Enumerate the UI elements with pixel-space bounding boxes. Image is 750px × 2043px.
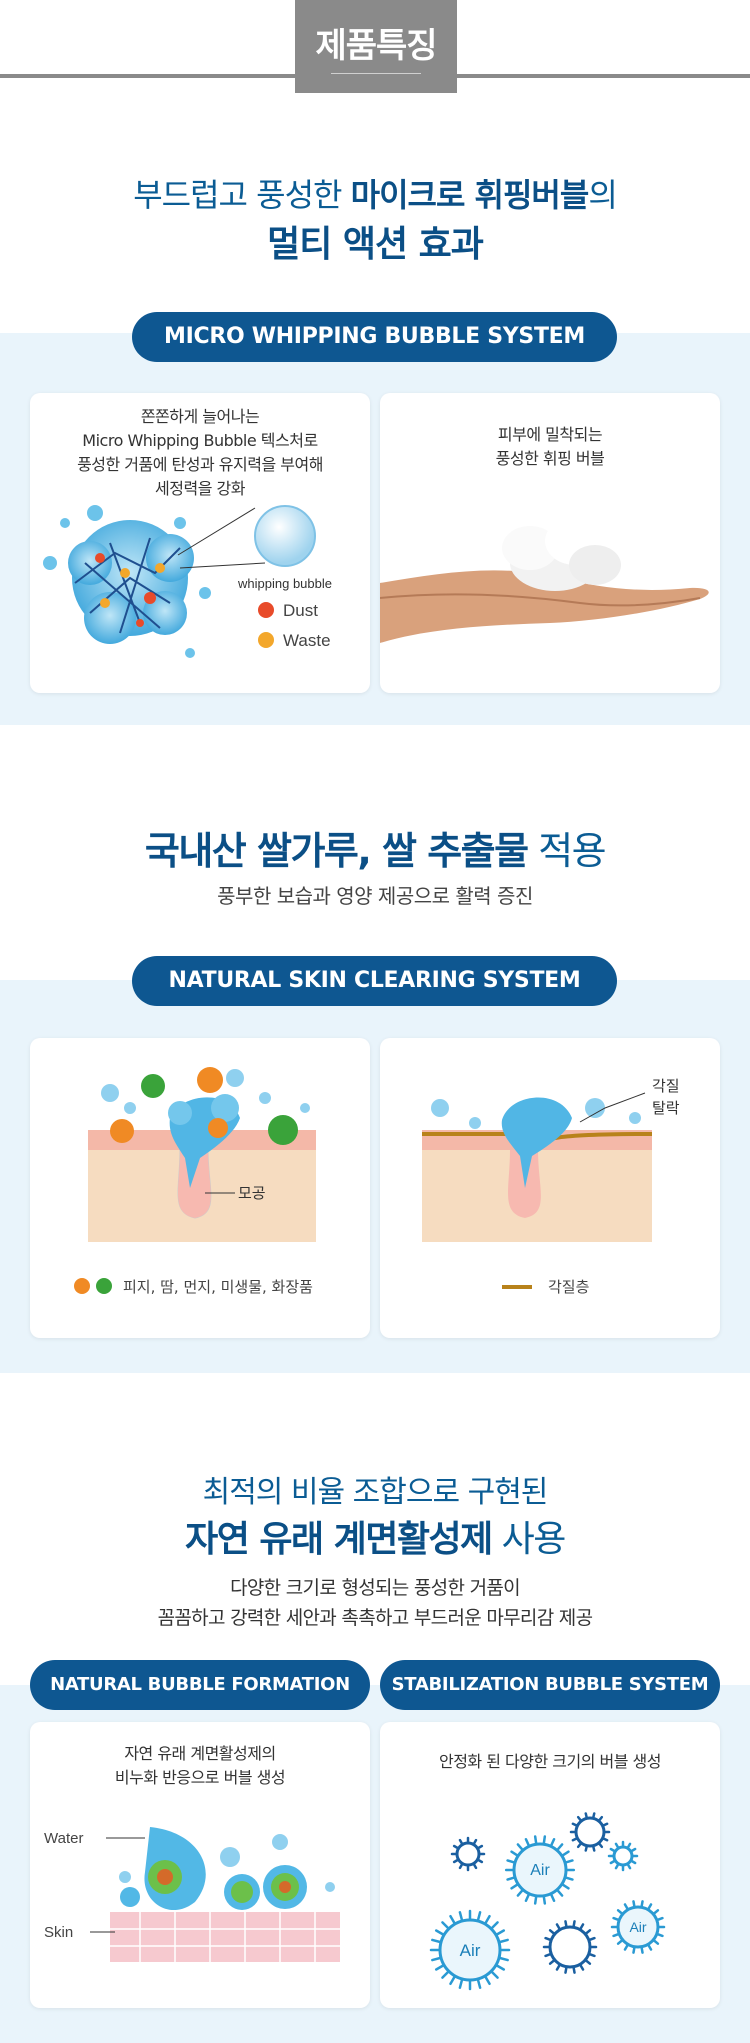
card-micro-text: 쫀쫀하게 늘어나는 Micro Whipping Bubble 텍스처로 풍성한…	[77, 407, 323, 498]
card-bubble-formation: 자연 유래 계면활성제의 비누화 반응으로 버블 생성 Water Skin	[30, 1722, 370, 2008]
tab-underline	[331, 73, 421, 74]
section2-subtitle: 풍부한 보습과 영양 제공으로 활력 증진	[217, 884, 533, 908]
pore-diagram: 모공 피지, 땀, 먼지, 미생물, 화장품	[74, 1067, 316, 1296]
foam-icon	[502, 517, 621, 591]
air-bubble-icon	[450, 1836, 486, 1872]
skin-label: Skin	[44, 1924, 73, 1941]
air-label-3: Air	[629, 1919, 646, 1935]
whipping-bubble-icon	[254, 505, 316, 567]
section2-title: 국내산 쌀가루, 쌀 추출물 적용	[144, 829, 607, 873]
air-label-2: Air	[460, 1941, 481, 1960]
section1-title: 부드럽고 풍성한 마이크로 휘핑버블의	[133, 176, 618, 214]
hand-foam-image	[380, 517, 709, 643]
waste-icon	[258, 632, 274, 648]
legend-green-icon	[96, 1278, 112, 1294]
card-micro-whipping: 쫀쫀하게 늘어나는 Micro Whipping Bubble 텍스처로 풍성한…	[30, 393, 370, 693]
keratin-legend: 각질층	[548, 1278, 589, 1296]
air-bubble-icon	[504, 1835, 576, 1905]
card-stabilization: 안정화 된 다양한 크기의 버블 생성 Air Air Air	[380, 1722, 720, 2008]
natural-skin-clearing-pill: NATURAL SKIN CLEARING SYSTEM	[132, 956, 617, 1006]
card-hand-text: 피부에 밀착되는 풍성한 휘핑 버블	[495, 425, 605, 468]
sebum-green-icon	[141, 1074, 298, 1145]
card-pore-cleansing: 모공 피지, 땀, 먼지, 미생물, 화장품	[30, 1038, 370, 1338]
whipping-bubble-diagram: whipping bubble Dust Waste	[43, 505, 332, 658]
pore-label: 모공	[238, 1184, 266, 1202]
card-hand-foam: 피부에 밀착되는 풍성한 휘핑 버블	[380, 393, 720, 693]
legend-orange-icon	[74, 1278, 90, 1294]
air-bubble-icon	[610, 1900, 666, 1954]
section3-desc: 다양한 크기로 형성되는 풍성한 거품이 꼼꼼하고 강력한 세안과 촉촉하고 부…	[157, 1577, 593, 1629]
keratin-diagram: 각질 탈락 각질층	[422, 1077, 680, 1296]
keratin-label-2: 탈락	[652, 1099, 680, 1117]
foam-cluster-icon	[43, 505, 211, 658]
whipping-bubble-label: whipping bubble	[237, 576, 332, 591]
air-bubble-diagram: Air Air Air	[429, 1812, 666, 1991]
card-formation-text: 자연 유래 계면활성제의 비누화 반응으로 버블 생성	[114, 1744, 286, 1787]
air-bubble-icon	[607, 1840, 639, 1872]
section-tab[interactable]: 제품특징	[295, 0, 457, 93]
air-bubble-icon	[569, 1812, 611, 1852]
keratin-label-1: 각질	[652, 1077, 680, 1095]
stabilization-bubble-pill: STABILIZATION BUBBLE SYSTEM	[380, 1660, 720, 1710]
pore-legend: 피지, 땀, 먼지, 미생물, 화장품	[123, 1278, 313, 1296]
section3-title-line2: 자연 유래 계면활성제 사용	[185, 1519, 566, 1560]
section1-subtitle: 멀티 액션 효과	[267, 224, 484, 265]
natural-bubble-formation-pill: NATURAL BUBBLE FORMATION	[30, 1660, 370, 1710]
section3-title-line1: 최적의 비율 조합으로 구현된	[202, 1475, 549, 1510]
tab-title: 제품특징	[315, 26, 437, 66]
legend-waste: Waste	[283, 631, 331, 650]
air-bubble-icon	[542, 1920, 598, 1974]
legend-dust: Dust	[283, 601, 318, 620]
micro-whipping-pill: MICRO WHIPPING BUBBLE SYSTEM	[132, 312, 617, 362]
card-stabilization-text: 안정화 된 다양한 크기의 버블 생성	[438, 1752, 662, 1771]
air-label-1: Air	[530, 1862, 550, 1879]
sebum-orange-icon	[110, 1067, 228, 1143]
card-keratin: 각질 탈락 각질층	[380, 1038, 720, 1338]
bubble-formation-diagram: Water Skin	[44, 1827, 340, 1962]
water-label: Water	[44, 1830, 83, 1847]
air-bubble-icon	[429, 1909, 511, 1991]
dust-icon	[258, 602, 274, 618]
